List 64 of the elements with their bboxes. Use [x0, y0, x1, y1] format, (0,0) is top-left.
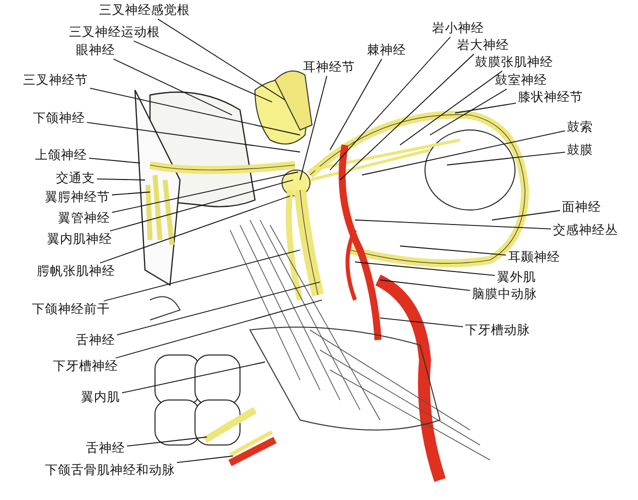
leader-line — [330, 36, 451, 170]
structure-label: 腭帆张肌神经 — [37, 264, 115, 278]
structure-label: 交通支 — [56, 170, 95, 186]
leader-line — [492, 210, 560, 220]
leader-line — [112, 172, 298, 213]
structure-label: 上颌神经 — [35, 148, 87, 162]
structure-label: 翼腭神经节 — [45, 190, 110, 204]
leader-line — [88, 158, 140, 164]
structure-label: 翼内肌神经 — [47, 232, 112, 246]
structure-label: 翼管神经 — [58, 210, 110, 226]
structure-label: 下牙槽动脉 — [465, 322, 530, 338]
structure-label: 眼神经 — [76, 42, 115, 58]
structure-label: 鼓膜张肌神经 — [475, 54, 553, 70]
structure-label: 下颌神经 — [33, 110, 85, 126]
structure-label: 三叉神经感觉根 — [99, 2, 190, 18]
leader-line — [86, 122, 300, 152]
leader-line — [330, 58, 382, 150]
leader-line — [446, 152, 566, 166]
leader-line — [454, 102, 516, 114]
structure-label: 三叉神经节 — [23, 72, 88, 88]
leader-line — [430, 88, 508, 136]
structure-label: 鼓室神经 — [495, 72, 547, 88]
leader-line — [100, 196, 290, 264]
structure-label: 翼内肌 — [81, 390, 120, 404]
structure-label: 膝状神经节 — [518, 90, 583, 104]
leader-line — [380, 318, 464, 328]
leader-line — [122, 362, 266, 394]
structure-label: 下颌神经前干 — [32, 302, 110, 316]
leader-line — [300, 76, 328, 180]
structure-label: 耳颞神经 — [508, 250, 560, 264]
leader-line — [90, 88, 300, 136]
structure-label: 岩小神经 — [432, 20, 484, 36]
structure-label: 棘神经 — [367, 42, 406, 58]
structure-label: 鼓索 — [567, 120, 593, 134]
leader-line — [126, 436, 208, 447]
leader-line — [340, 54, 474, 180]
leader-line — [380, 280, 470, 291]
structure-label: 翼外肌 — [497, 270, 536, 284]
leader-line — [157, 18, 286, 100]
leader-line — [115, 300, 322, 358]
structure-label: 下牙槽神经 — [53, 358, 118, 374]
leader-line — [176, 456, 234, 464]
leader-line — [112, 192, 150, 196]
structure-label: 舌神经 — [76, 332, 115, 348]
leader-line — [116, 282, 320, 336]
structure-label: 岩大神经 — [457, 38, 509, 52]
structure-label: 脑膜中动脉 — [472, 286, 537, 302]
leader-line — [362, 130, 566, 176]
leader-line — [110, 180, 294, 232]
structure-label: 舌神经 — [86, 440, 125, 456]
leader-line — [103, 250, 300, 302]
structure-label: 下颌舌骨肌神经和动脉 — [45, 462, 175, 478]
structure-label: 三叉神经运动根 — [69, 24, 160, 40]
leader-line — [354, 262, 496, 276]
leader-line — [400, 70, 503, 146]
structure-label: 面神经 — [562, 200, 601, 214]
leader-line — [113, 58, 232, 116]
leader-line — [400, 246, 506, 256]
leader-line — [133, 40, 272, 102]
structure-label: 鼓膜 — [567, 142, 593, 158]
leader-line — [96, 178, 146, 180]
leader-line — [354, 220, 552, 230]
structure-label: 耳神经节 — [303, 60, 355, 74]
structure-label: 交感神经丛 — [553, 222, 618, 238]
